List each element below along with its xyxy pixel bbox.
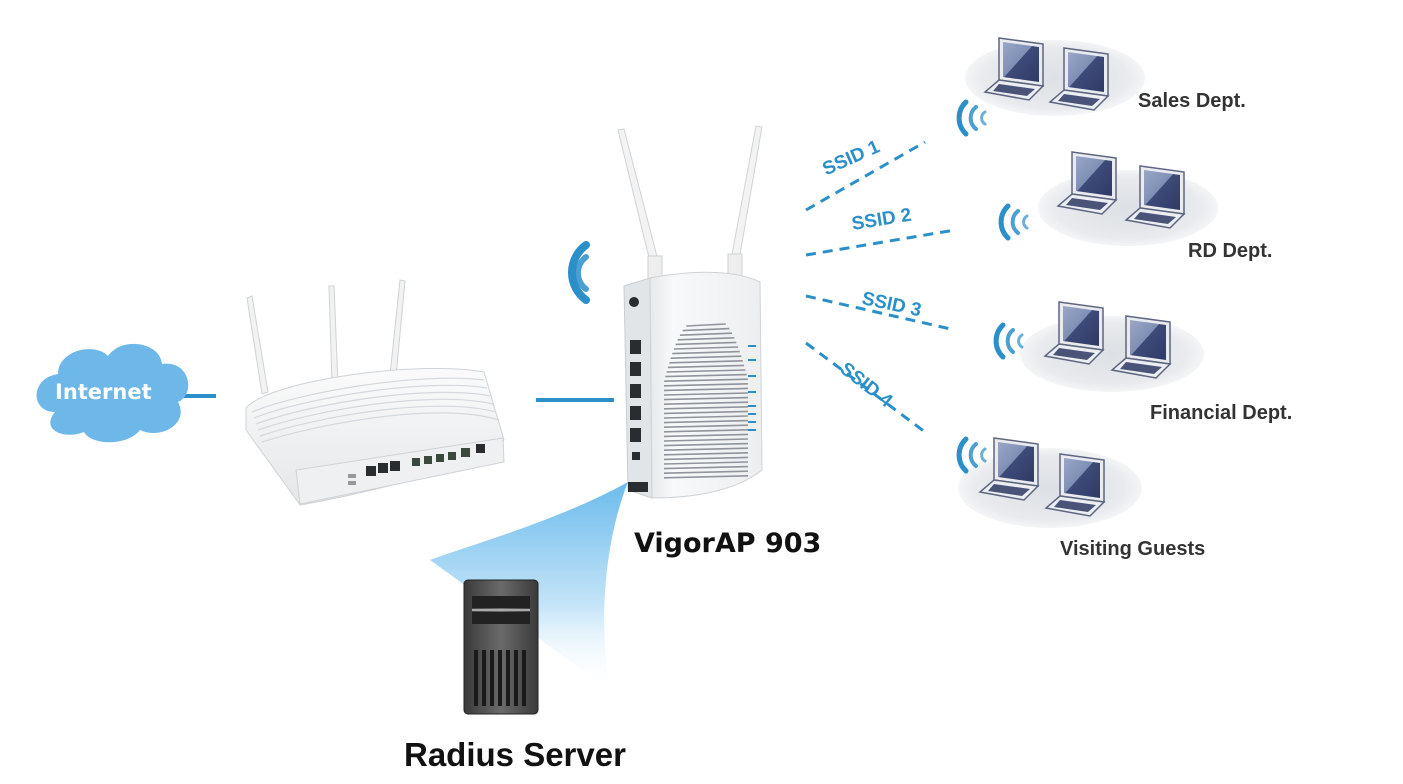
- access-point-label: VigorAP 903: [634, 528, 822, 559]
- wifi-signal-icon: [956, 99, 987, 137]
- ssid-3-link: [805, 294, 956, 332]
- laptop-icon: [1043, 301, 1105, 365]
- ssid-links: [805, 140, 956, 434]
- laptop-icon: [983, 37, 1045, 101]
- client-group: [956, 436, 1142, 528]
- group-label-sales: Sales Dept.: [1138, 90, 1246, 112]
- internet-label: Internet: [55, 380, 152, 404]
- laptop-icon: [1048, 47, 1110, 111]
- internet-cloud-icon: [36, 343, 189, 443]
- client-group: [956, 37, 1145, 137]
- group-label-guests: Visiting Guests: [1060, 538, 1206, 560]
- group-label-financial: Financial Dept.: [1150, 402, 1293, 424]
- client-group: [998, 151, 1218, 246]
- client-group: [993, 301, 1204, 392]
- wifi-signal-icon: [998, 203, 1029, 241]
- ssid-2-link: [805, 228, 956, 257]
- radius-server-icon: [463, 579, 539, 715]
- laptop-icon: [978, 437, 1040, 501]
- radius-server-label: Radius Server: [404, 736, 626, 773]
- access-point-device: [617, 125, 763, 499]
- laptop-icon: [1044, 453, 1106, 517]
- ssid-1-link: [805, 140, 926, 212]
- wifi-signal-icon: [956, 436, 987, 474]
- group-platform: [965, 40, 1145, 116]
- ap-wireless-icon: [568, 241, 590, 304]
- ssid-4-link: [805, 341, 926, 434]
- router-device: [245, 279, 505, 506]
- laptop-icon: [1056, 151, 1118, 215]
- ap-vent-grille: [663, 323, 749, 479]
- group-label-rd: RD Dept.: [1188, 240, 1273, 262]
- laptop-icon: [1110, 315, 1172, 379]
- wifi-signal-icon: [993, 322, 1024, 360]
- laptop-icon: [1124, 165, 1186, 229]
- client-groups: [956, 37, 1218, 528]
